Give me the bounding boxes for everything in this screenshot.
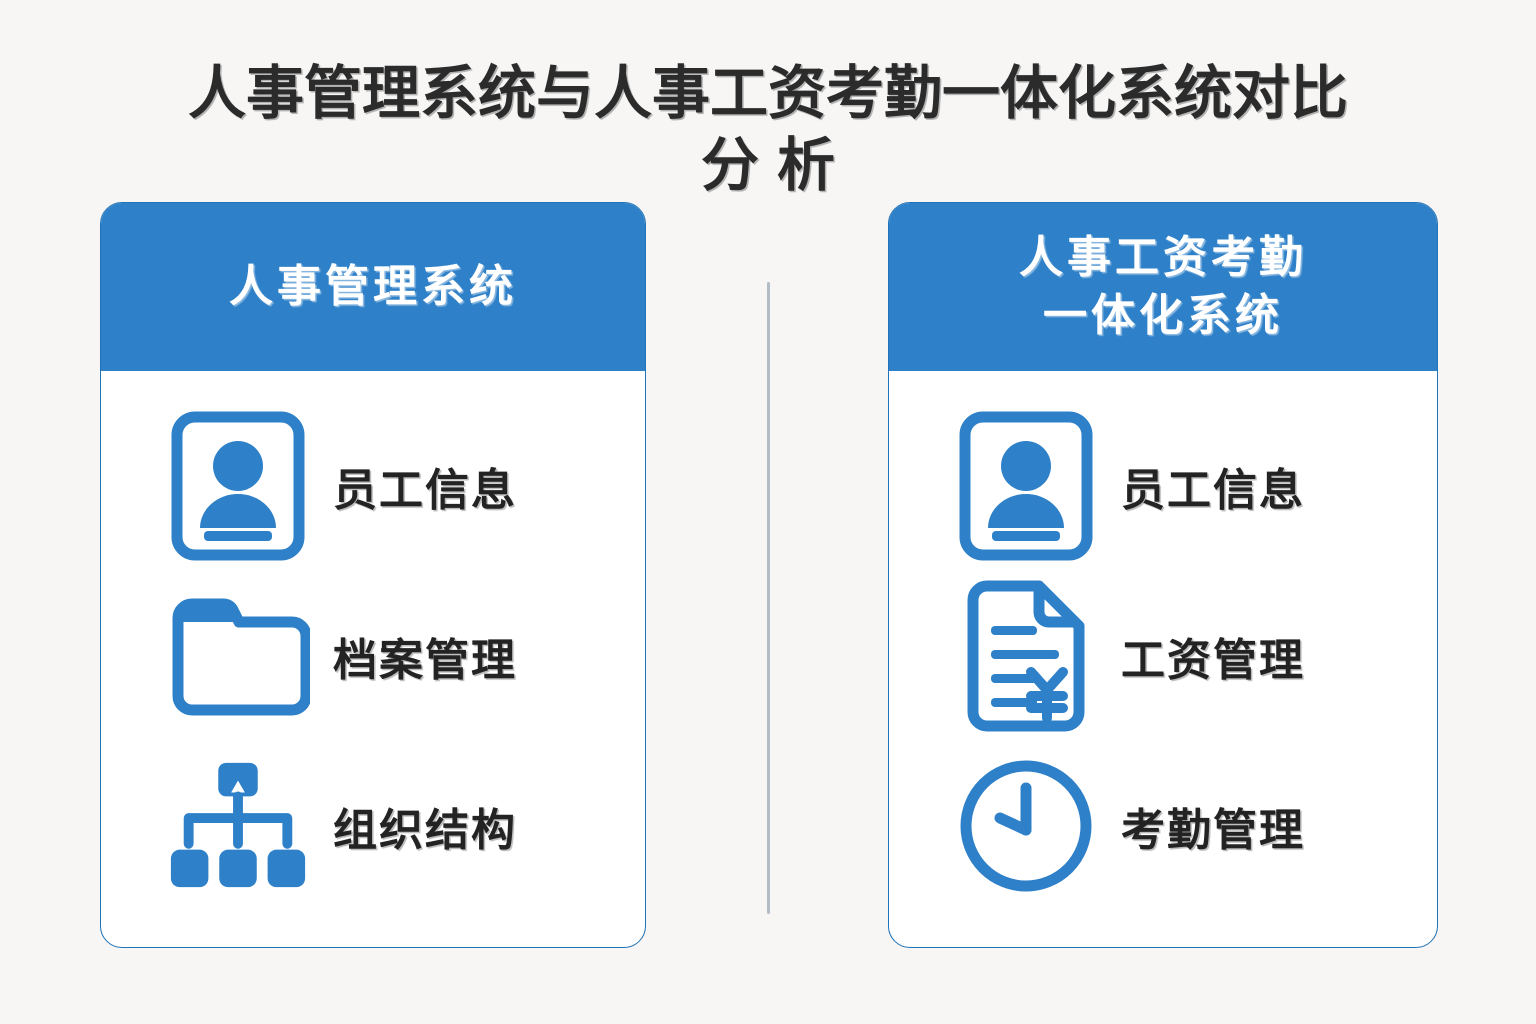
page-title: 人事管理系统与人事工资考勤一体化系统对比 分析 <box>0 58 1536 202</box>
payroll-document-icon <box>951 580 1101 732</box>
comparison-card-hr-system: 人事管理系统 员工信息 档案管理 <box>100 202 646 948</box>
clock-icon <box>951 754 1101 898</box>
feature-item-employee-info-left[interactable]: 员工信息 <box>101 401 645 571</box>
card-header-title-line-1: 人事管理系统 <box>229 262 517 311</box>
card-header-integrated-system: 人事工资考勤 一体化系统 <box>889 203 1437 371</box>
page-title-line-1: 人事管理系统与人事工资考勤一体化系统对比 <box>187 61 1348 126</box>
feature-item-employee-info-right[interactable]: 员工信息 <box>889 401 1437 571</box>
card-header-title-line-2: 一体化系统 <box>1043 291 1283 340</box>
feature-item-payroll-management[interactable]: 工资管理 <box>889 571 1437 741</box>
folder-icon <box>163 590 313 722</box>
card-header-hr-system: 人事管理系统 <box>101 203 645 371</box>
feature-item-archive-management[interactable]: 档案管理 <box>101 571 645 741</box>
feature-label: 员工信息 <box>1121 466 1305 515</box>
feature-label: 工资管理 <box>1121 636 1305 685</box>
comparison-card-integrated-system: 人事工资考勤 一体化系统 员工信息 <box>888 202 1438 948</box>
person-card-icon <box>163 410 313 562</box>
feature-label: 组织结构 <box>333 806 517 855</box>
org-chart-icon <box>163 758 313 894</box>
card-body-integrated-system: 员工信息 工资管理 <box>889 371 1437 947</box>
feature-label: 考勤管理 <box>1121 806 1305 855</box>
card-header-title-line-1: 人事工资考勤 <box>1019 233 1307 282</box>
card-body-hr-system: 员工信息 档案管理 组织结构 <box>101 371 645 947</box>
page-title-line-2: 分析 <box>700 133 853 198</box>
feature-item-attendance-management[interactable]: 考勤管理 <box>889 741 1437 911</box>
feature-item-org-structure[interactable]: 组织结构 <box>101 741 645 911</box>
vertical-divider <box>767 282 770 914</box>
feature-label: 员工信息 <box>333 466 517 515</box>
person-card-icon <box>951 410 1101 562</box>
feature-label: 档案管理 <box>333 636 517 685</box>
